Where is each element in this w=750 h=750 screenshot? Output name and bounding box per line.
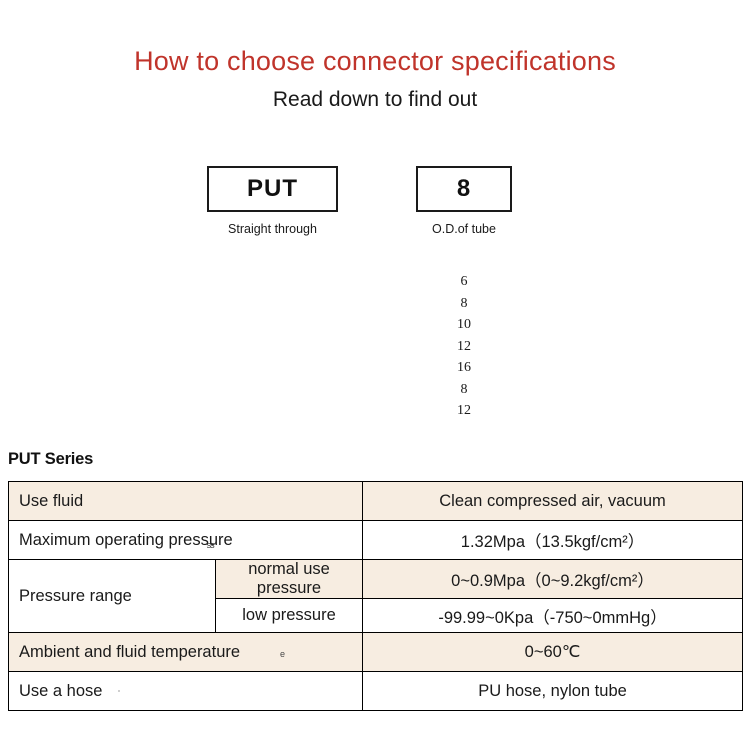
spec-label-text: Ambient and fluid temperature: [19, 642, 241, 661]
table-row: low pressure -99.99~0Kpa（-750~0mmHg）: [9, 598, 744, 633]
spec-label-text: Use a hose: [19, 681, 103, 700]
series-code-box[interactable]: PUT: [207, 166, 338, 212]
spec-value-use-hose: PU hose, nylon tube: [362, 671, 744, 711]
spec-label-max-pressure: Maximum operating pressuress: [7, 520, 364, 560]
od-option[interactable]: 12: [457, 403, 471, 418]
spec-label-pressure-range: Pressure range: [8, 559, 216, 633]
od-option[interactable]: 8: [460, 381, 468, 397]
table-row: Use fluid Clean compressed air, vacuum: [7, 481, 744, 521]
spec-label-use-fluid: Use fluid: [7, 481, 364, 521]
spec-value-use-fluid: Clean compressed air, vacuum: [362, 481, 744, 521]
spec-sublabel-normal-use-pressure: normal use pressure: [214, 559, 364, 599]
table-row: Maximum operating pressuress 1.32Mpa（13.…: [7, 520, 744, 560]
part-number-selector: PUT Straight through 8 O.D.of tube: [0, 166, 750, 246]
series-code-caption: Straight through: [228, 222, 317, 236]
od-option[interactable]: 16: [457, 360, 471, 375]
spec-label-text: Maximum operating pressure: [19, 530, 233, 549]
scan-artifact-mark: ss: [206, 539, 215, 550]
od-option[interactable]: 6: [460, 274, 468, 289]
selector-group-od: 8 O.D.of tube: [416, 166, 512, 236]
selector-group-series: PUT Straight through: [207, 166, 338, 236]
spec-value-low-pressure: -99.99~0Kpa（-750~0mmHg）: [362, 598, 744, 633]
page-title: How to choose connector specifications: [134, 46, 616, 76]
spec-value-temperature: 0~60℃: [362, 632, 744, 672]
od-code-box[interactable]: 8: [416, 166, 512, 212]
table-row: Pressure range normal use pressure 0~0.9…: [8, 559, 744, 633]
spec-sublabel-low-pressure: low pressure: [214, 598, 364, 633]
scan-artifact-dot: [118, 690, 121, 693]
od-option-list: 6 8 10 12 16 8 12: [416, 271, 512, 422]
spec-table-heading: PUT Series: [8, 450, 94, 468]
od-option[interactable]: 12: [457, 338, 471, 354]
spec-label-use-hose: Use a hose: [7, 671, 364, 711]
page-header: How to choose connector specifications R…: [0, 0, 750, 114]
od-option[interactable]: 8: [460, 295, 468, 311]
od-code-caption: O.D.of tube: [432, 222, 496, 236]
spec-table: Use fluid Clean compressed air, vacuum M…: [7, 481, 744, 711]
scan-artifact-mark: e: [280, 648, 286, 659]
od-option[interactable]: 10: [457, 317, 471, 332]
spec-label-temperature: Ambient and fluid temperature e: [7, 632, 364, 672]
table-row: Use a hose PU hose, nylon tube: [7, 671, 744, 711]
table-row: Ambient and fluid temperature e 0~60℃: [7, 632, 744, 672]
spec-value-max-pressure: 1.32Mpa（13.5kgf/cm²）: [362, 520, 744, 560]
spec-value-normal-use-pressure: 0~0.9Mpa（0~9.2kgf/cm²）: [362, 559, 744, 599]
page-subtitle: Read down to find out: [272, 88, 478, 111]
